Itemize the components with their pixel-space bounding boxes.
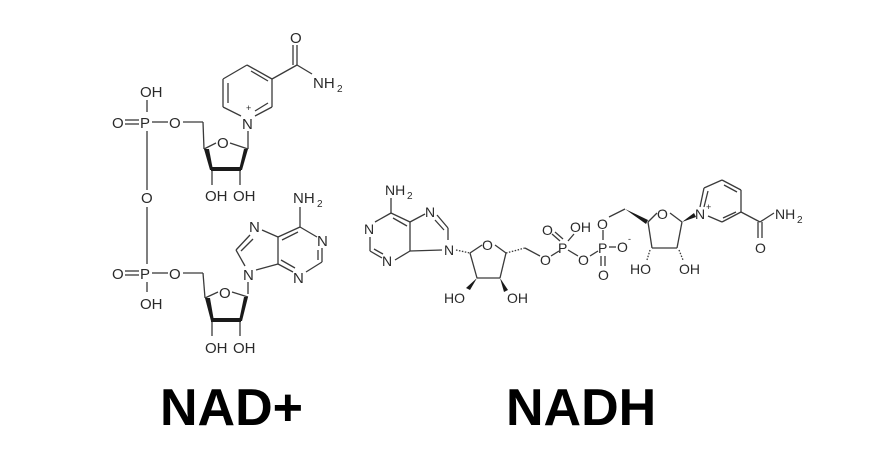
atom-label: O <box>482 237 493 253</box>
atom-label: P <box>140 115 150 132</box>
atom-label: O <box>112 115 124 132</box>
atom-label: O <box>290 30 302 47</box>
atom-label: OH <box>507 290 528 306</box>
atom-label: P <box>558 240 567 256</box>
atom-label: N <box>317 233 328 250</box>
atom-label: NH <box>385 182 405 198</box>
nadh-structure: NH 2 N N N N O HO OH O <box>364 179 803 306</box>
atom-label: P <box>598 240 607 256</box>
atom-label: NH <box>293 190 315 207</box>
atom-label: O <box>141 190 153 207</box>
atom-label: O <box>617 239 628 255</box>
atom-label: P <box>140 266 150 283</box>
atom-label: OH <box>205 340 228 357</box>
atom-label: N <box>425 204 435 220</box>
atom-label: O <box>657 206 668 222</box>
atom-label: O <box>219 285 231 302</box>
atom-label: O <box>598 267 609 283</box>
atom-label: + <box>246 103 251 113</box>
atom-label: O <box>540 252 551 268</box>
atom-label: O <box>169 115 181 132</box>
atom-label: O <box>217 135 229 152</box>
atom-label: OH <box>570 219 591 235</box>
atom-label: HO <box>630 261 651 277</box>
atom-label: OH <box>233 188 256 205</box>
atom-label: O <box>542 222 553 238</box>
atom-label: + <box>706 202 711 212</box>
nad-plus-structure: O NH 2 N + OH O P O O O OH OH NH 2 <box>112 30 343 357</box>
atom-label: OH <box>679 261 700 277</box>
nicotinamide-ring <box>222 45 313 117</box>
atom-label: OH <box>233 340 256 357</box>
atom-label: N <box>695 206 705 222</box>
atom-label: O <box>755 240 766 256</box>
atom-label: O <box>169 266 181 283</box>
atom-label: NH <box>775 206 795 222</box>
atom-label: OH <box>205 188 228 205</box>
atom-label: 2 <box>317 199 323 210</box>
atom-label: O <box>578 252 589 268</box>
nad-plus-label: NAD+ <box>160 379 304 437</box>
atom-label: 2 <box>797 215 803 226</box>
atom-label: 2 <box>407 191 413 202</box>
atom-label: N <box>249 219 260 236</box>
atom-label: N <box>364 221 374 237</box>
atom-label: N <box>444 242 454 258</box>
atom-label: N <box>243 267 254 284</box>
atom-label: N <box>382 253 392 269</box>
atom-label: N <box>242 116 253 133</box>
atom-label: OH <box>140 296 163 313</box>
nadh-label: NADH <box>506 379 657 437</box>
atom-label: 2 <box>337 84 343 95</box>
atom-label: - <box>628 234 631 244</box>
atom-label: OH <box>140 84 163 101</box>
atom-label: N <box>293 270 304 287</box>
atom-label: O <box>597 216 608 232</box>
atom-label: O <box>112 266 124 283</box>
atom-label: HO <box>444 290 465 306</box>
atom-label: NH <box>313 75 335 92</box>
